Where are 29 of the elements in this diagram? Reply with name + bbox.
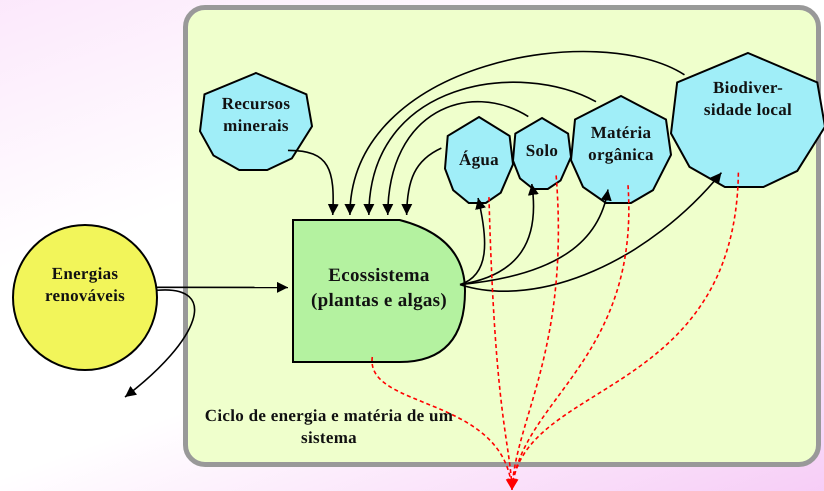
dashed-arrow [509,172,740,490]
polygon-node [513,118,571,189]
arrow [364,82,596,216]
arrow [288,150,339,216]
polygon-node [200,73,312,170]
dashed-arrow [508,175,560,490]
arrow [460,172,722,292]
arrow [346,51,685,216]
node-label: Água [458,149,500,171]
node-label: Energias renováveis [44,263,126,308]
arrow [460,198,486,286]
polygon-node [571,96,671,203]
boundary-label: Ciclo de energia e matéria de um sistema [204,405,454,450]
node-label: Matéria orgânica [587,122,655,166]
polygon-node [671,53,824,187]
process-shape [293,220,465,362]
circle-node [13,225,157,370]
arrow [124,289,196,398]
node-label: Biodiver- sidade local [702,77,794,122]
arrow [402,147,442,216]
arrow [383,100,529,216]
node-label: Solo [524,140,560,162]
dashed-arrow [371,356,516,490]
arrow [157,282,288,293]
system-boundary [183,5,821,467]
arrow [460,189,612,286]
polygon-node [445,117,513,203]
node-label: Recursos minerais [220,93,292,138]
node-label: Ecossistema (plantas e algas) [310,264,448,313]
